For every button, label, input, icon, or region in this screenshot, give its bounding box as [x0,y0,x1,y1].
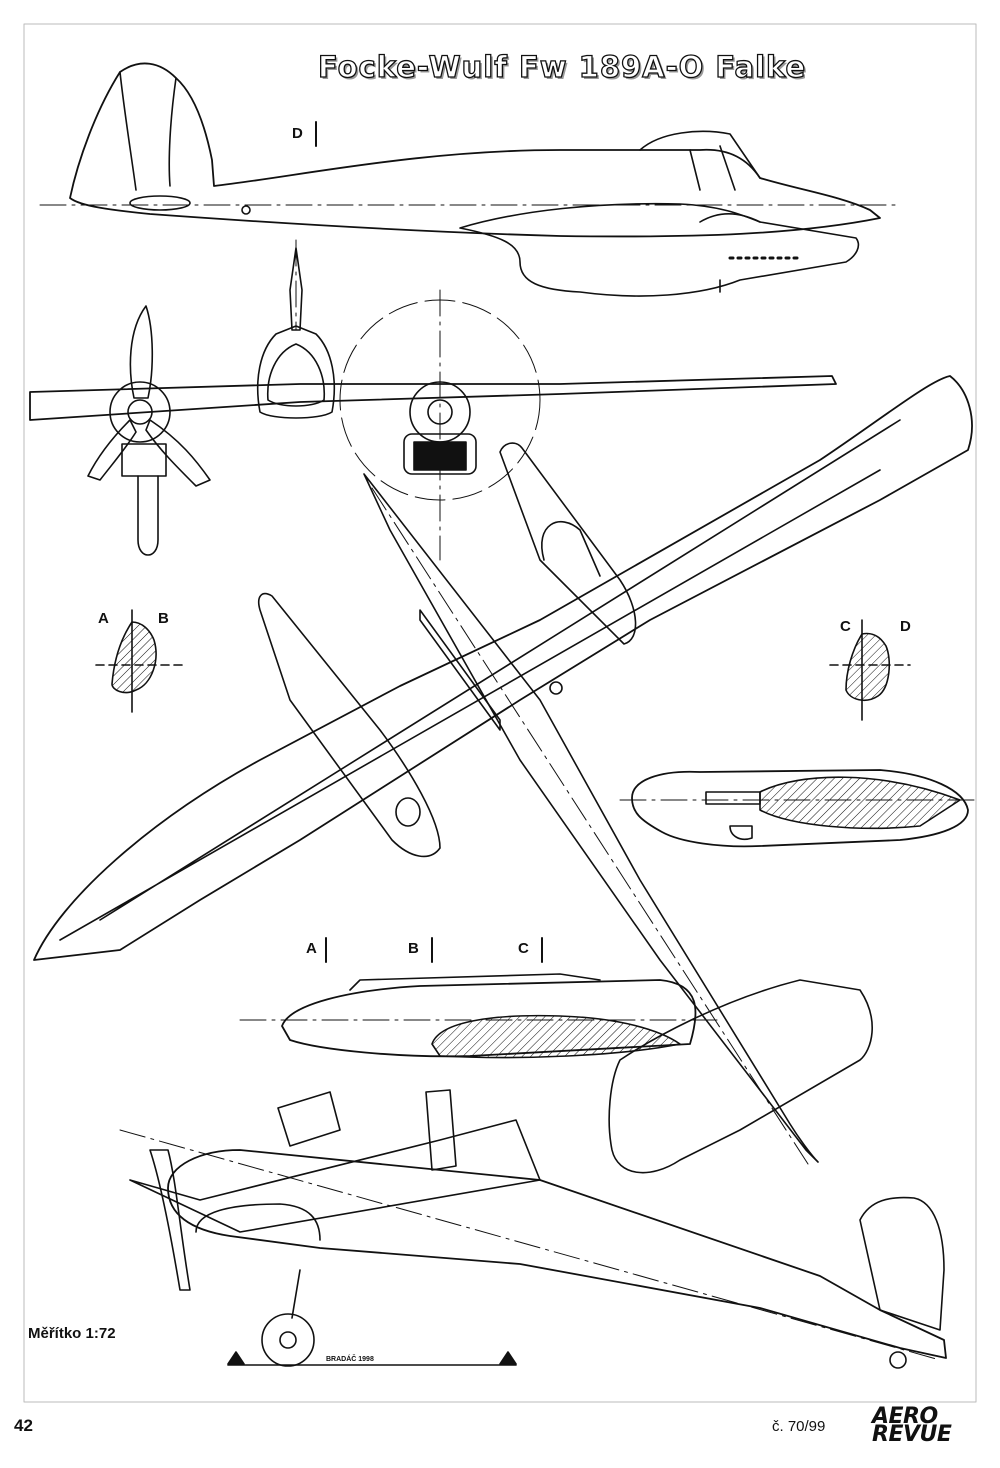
section-label-d: D [900,618,911,635]
logo-line-1: AERO [872,1404,938,1429]
section-cd [829,619,911,721]
issue-number: č. 70/99 [772,1418,826,1435]
wing-label-a: A [306,940,317,957]
aero-revue-logo: AERO REVUE [872,1404,952,1447]
wing-root-section [239,937,721,1059]
plan-view [33,375,973,1174]
section-label-c: C [840,618,851,635]
section-ab [95,609,185,713]
wing-label-b: B [408,940,419,957]
scale-label: Měřítko 1:72 [28,1325,116,1342]
page-frame [23,23,977,1403]
nacelle-side-view [619,769,979,848]
front-view [29,239,837,561]
wing-label-c: C [518,940,529,957]
page-title: Focke-Wulf Fw 189A-O Falke [317,49,807,84]
artist-signature: BRADÁČ 1998 [326,1356,374,1363]
page-number: 42 [14,1416,33,1435]
side-view-label-d: D [292,125,303,142]
section-label-b: B [158,610,169,627]
logo-line-2: REVUE [872,1422,952,1447]
side-view-top [39,62,901,297]
section-label-a: A [98,610,109,627]
perspective-view [119,1089,947,1369]
